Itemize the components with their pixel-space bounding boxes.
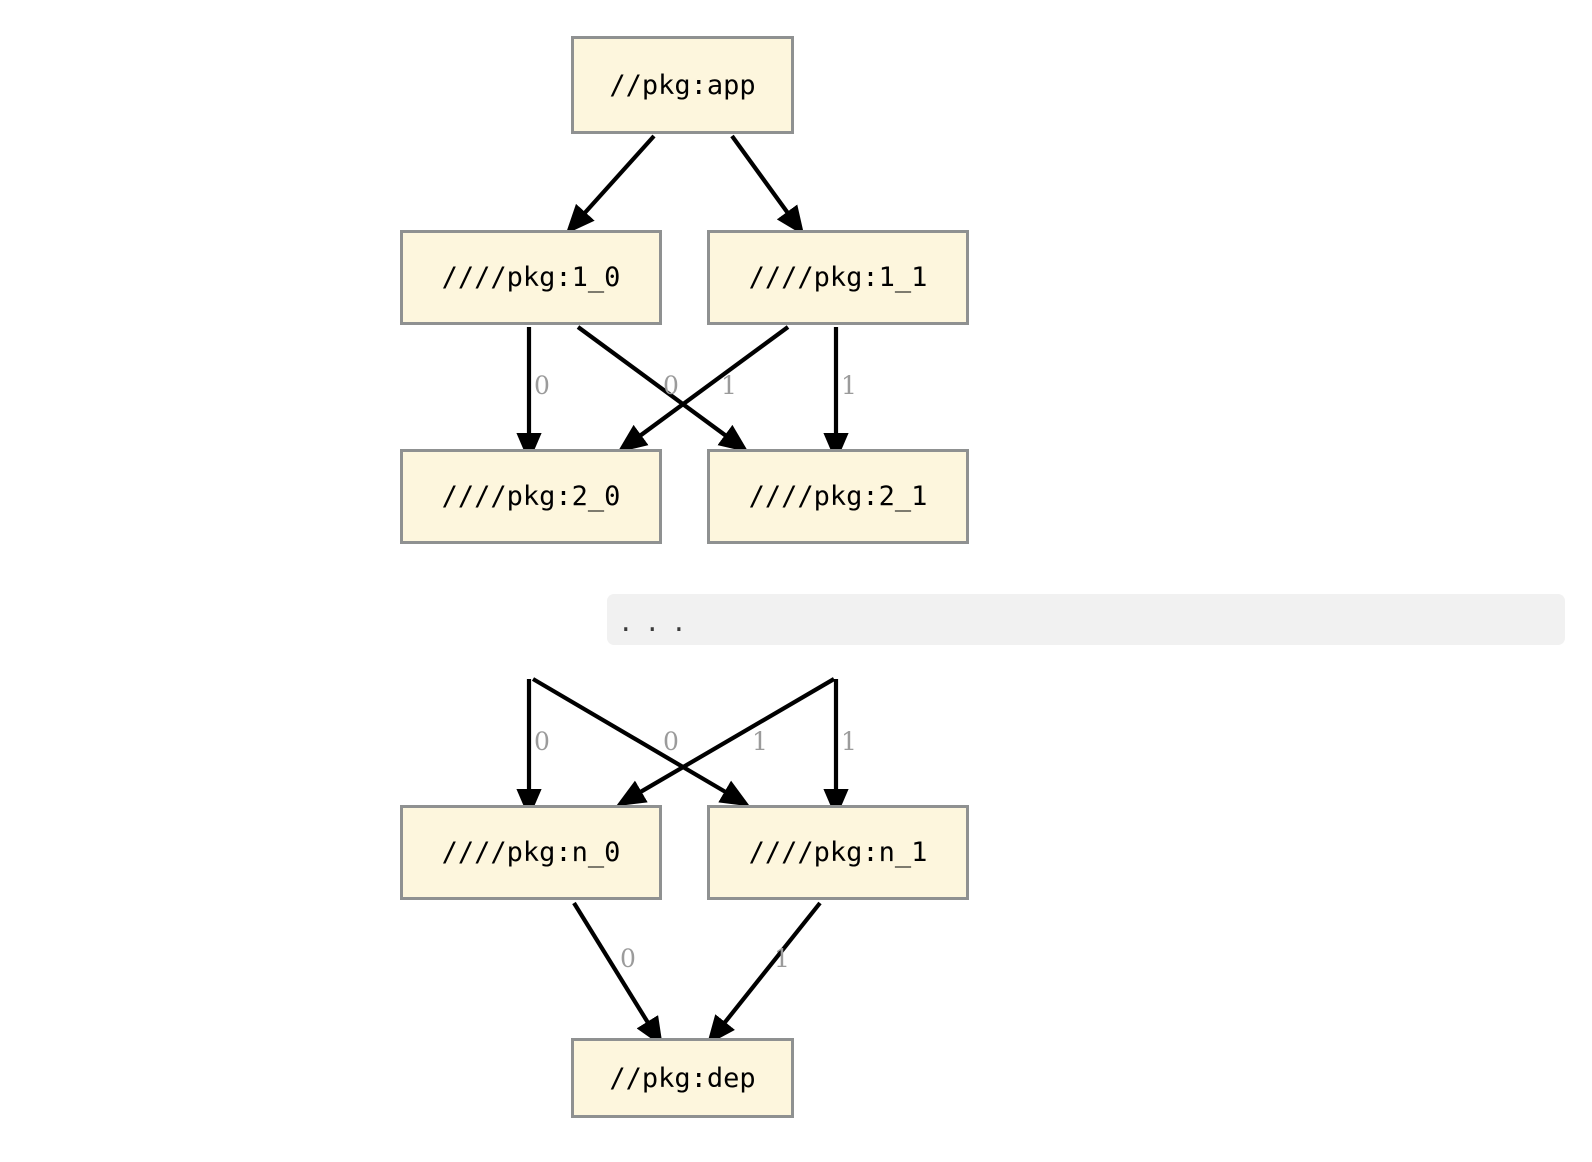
edge-cut-to-n_0-cross (615, 677, 836, 807)
node-pkg-1_1-label: ////pkg:1_1 (748, 262, 928, 293)
edge-label-cut-to-n_1-straight: 1 (841, 727, 857, 756)
edge-label-1_0-to-2_1: 0 (663, 371, 679, 400)
node-dep-label: //pkg:dep (609, 1062, 756, 1094)
ellipsis-label: ... (621, 604, 701, 639)
edge-label-cut-to-n_0-cross: 1 (752, 727, 768, 756)
node-pkg-n_1-label: ////pkg:n_1 (748, 837, 928, 868)
node-pkg-1_0[interactable]: ////pkg:1_0 (400, 230, 662, 325)
edge-label-n_0-to-dep: 0 (620, 944, 636, 973)
node-pkg-2_1-label: ////pkg:2_1 (748, 481, 928, 512)
edge-cut-to-n_1-cross (531, 677, 751, 807)
edge-label-cut-to-n_0-straight: 0 (534, 727, 550, 756)
edge-label-n_1-to-dep: 1 (774, 944, 790, 973)
node-pkg-n_1[interactable]: ////pkg:n_1 (707, 805, 969, 900)
node-dep[interactable]: //pkg:dep (571, 1038, 794, 1118)
node-pkg-1_0-label: ////pkg:1_0 (441, 262, 621, 293)
node-pkg-2_1[interactable]: ////pkg:2_1 (707, 449, 969, 544)
node-pkg-n_0[interactable]: ////pkg:n_0 (400, 805, 662, 900)
edge-label-1_1-to-2_0: 1 (721, 371, 737, 400)
node-pkg-2_0-label: ////pkg:2_0 (441, 481, 621, 512)
edge-app-to-1_1 (730, 134, 805, 236)
edge-1_0-to-2_1 (576, 325, 749, 453)
node-pkg-1_1[interactable]: ////pkg:1_1 (707, 230, 969, 325)
edge-label-cut-to-n_1-cross: 0 (663, 727, 679, 756)
node-pkg-n_0-label: ////pkg:n_0 (441, 837, 621, 868)
edge-n_1-to-dep (706, 901, 822, 1046)
truncation-ellipsis-band: ... (607, 594, 1565, 645)
node-app-label: //pkg:app (609, 69, 756, 101)
edge-app-to-1_0 (565, 134, 656, 235)
edge-label-1_1-to-2_1: 1 (841, 371, 857, 400)
edge-n_0-to-dep (572, 901, 663, 1047)
edge-label-1_0-to-2_0: 0 (534, 371, 550, 400)
node-pkg-2_0[interactable]: ////pkg:2_0 (400, 449, 662, 544)
edge-1_1-to-2_0 (617, 325, 790, 453)
node-app[interactable]: //pkg:app (571, 36, 794, 134)
